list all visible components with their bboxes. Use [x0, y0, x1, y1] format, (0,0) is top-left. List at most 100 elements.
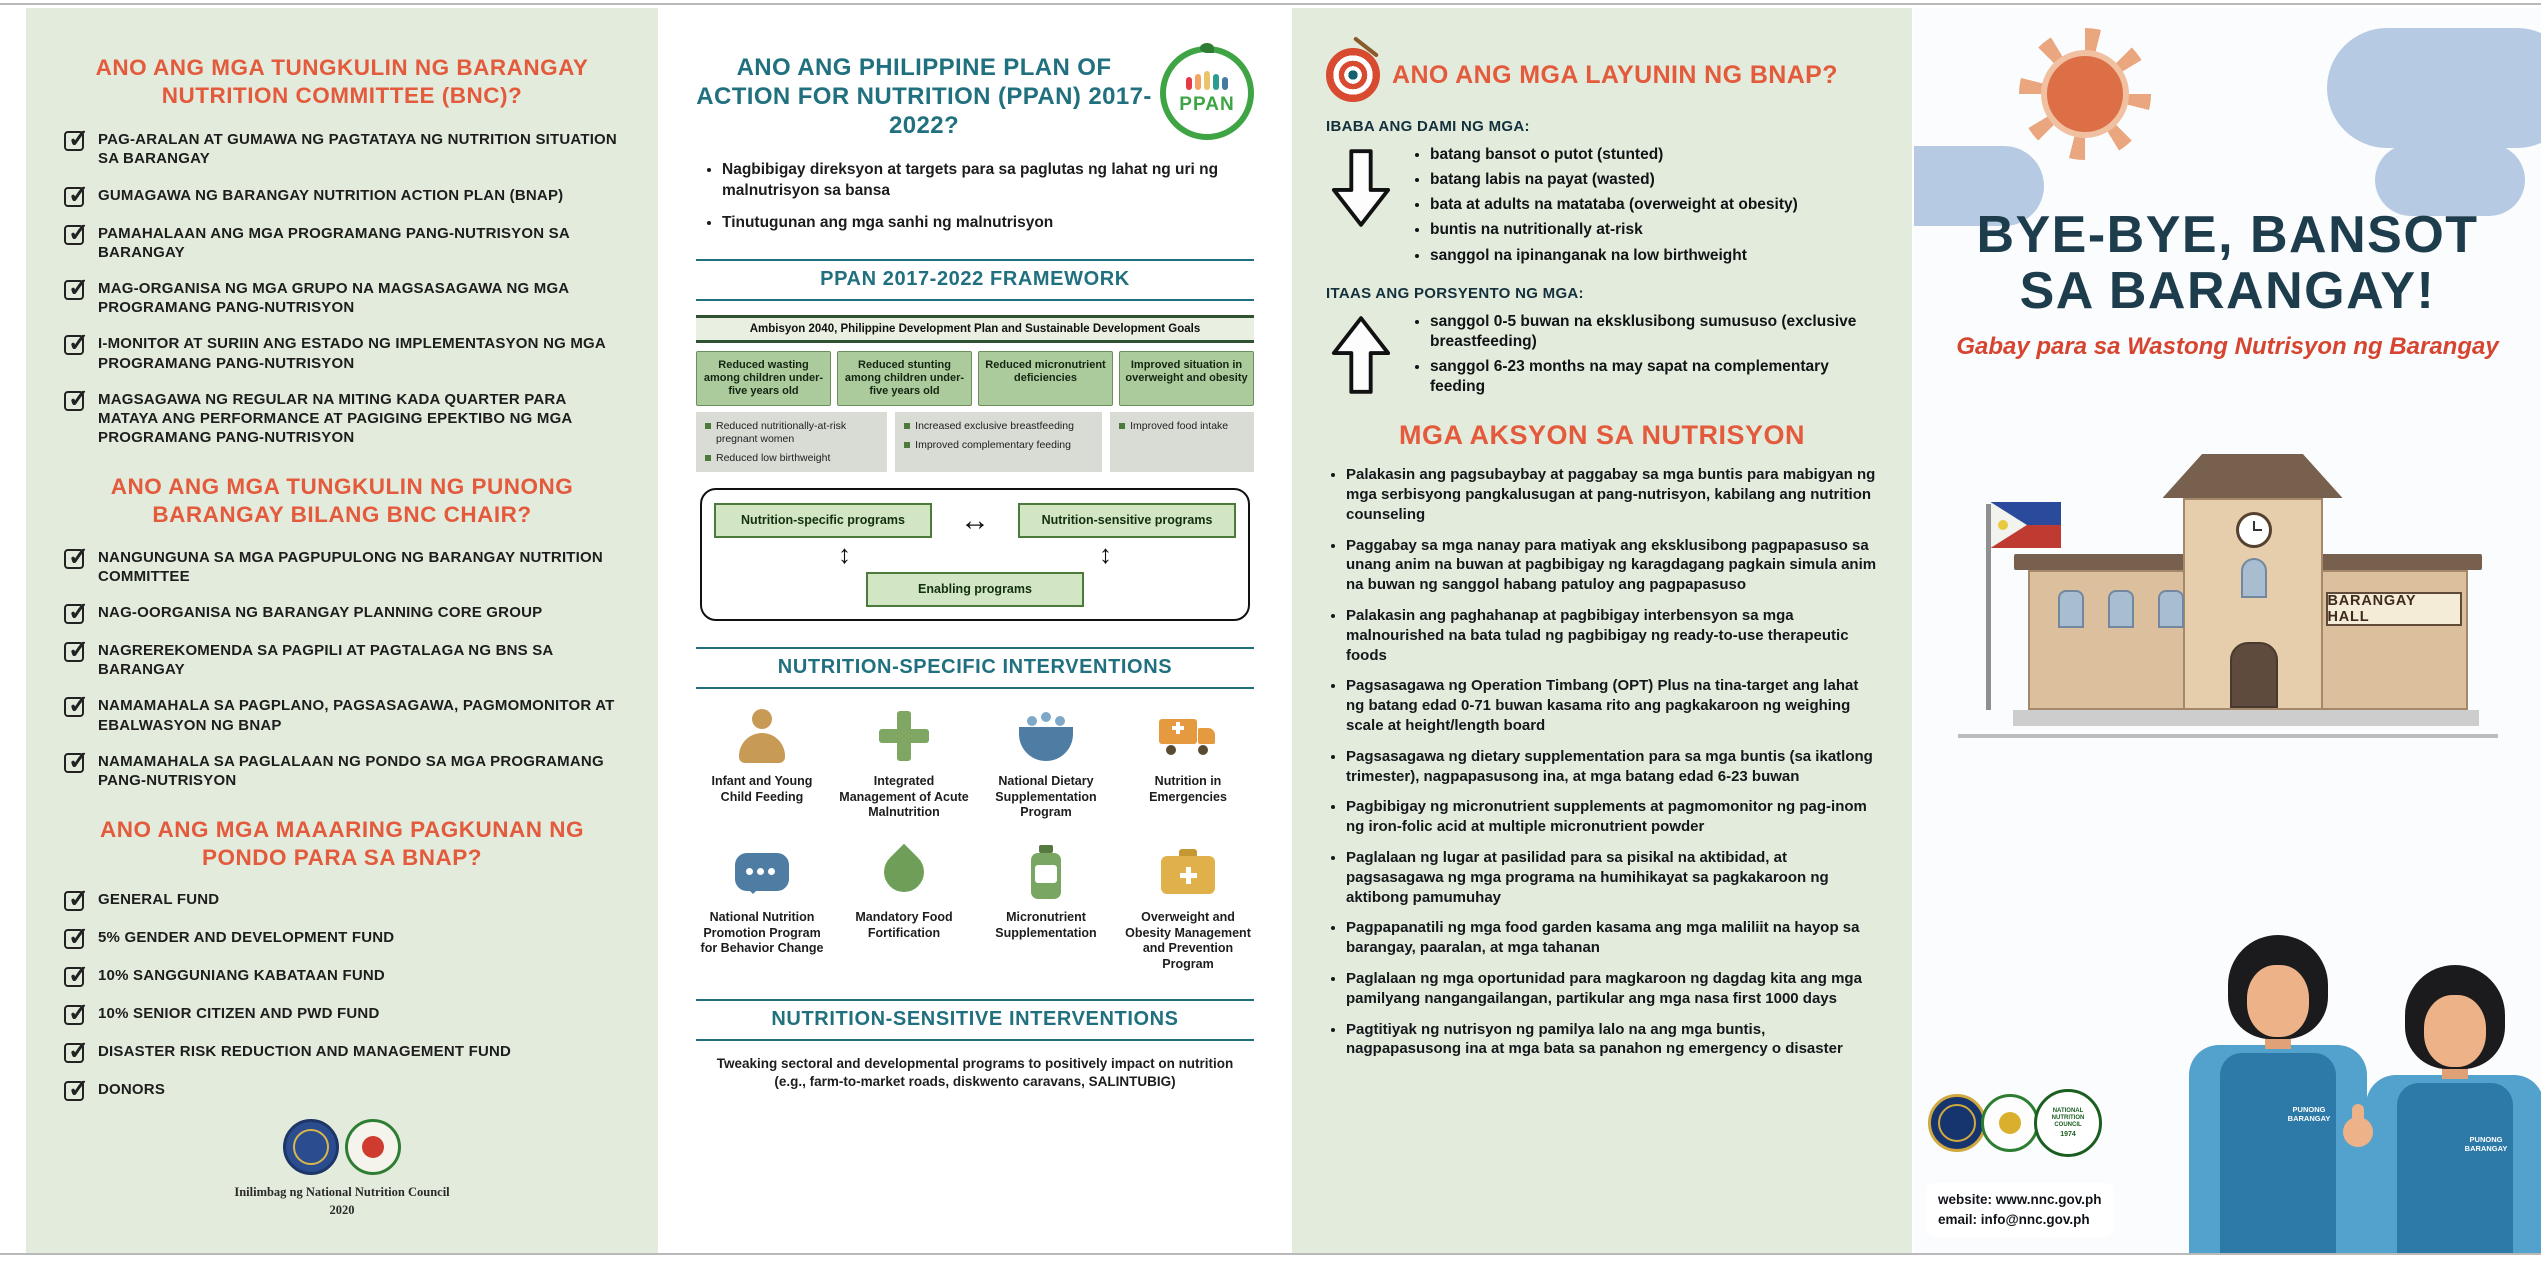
cloud-icon	[2375, 144, 2525, 216]
checkbox-icon	[64, 273, 89, 303]
actions-list: Palakasin ang pagsubaybay at paggabay sa…	[1326, 465, 1878, 1059]
checklist-item-label: PAMAHALAAN ANG MGA PROGRAMANG PANG-NUTRI…	[98, 224, 570, 261]
decrease-block: batang bansot o putot (stunted)batang la…	[1326, 143, 1878, 271]
sub-outcome-group: Improved food intake	[1110, 412, 1254, 473]
building-door	[2229, 642, 2278, 708]
checkbox-icon	[64, 384, 89, 414]
action-item: Palakasin ang pagsubaybay at paggabay sa…	[1346, 465, 1878, 524]
sensitive-interventions-title: NUTRITION-SENSITIVE INTERVENTIONS	[696, 998, 1254, 1041]
intervention-label: Mandatory Food Fortification	[855, 910, 953, 940]
checklist-item-label: GENERAL FUND	[98, 891, 220, 909]
double-arrow-vertical-icon	[838, 539, 851, 570]
intervention-label: Infant and Young Child Feeding	[711, 774, 813, 804]
shirt-badge-label: PUNONG BARANGAY	[2287, 1105, 2331, 1123]
panel1-footer: Inilimbag ng National Nutrition Council …	[64, 1119, 620, 1219]
intervention-item: Overweight and Obesity Management and Pr…	[1122, 841, 1254, 973]
sensitive-interventions-text: Tweaking sectoral and developmental prog…	[716, 1055, 1234, 1089]
checkbox-icon	[64, 542, 89, 572]
decrease-label: IBABA ANG DAMI NG MGA:	[1326, 118, 1530, 135]
obesity-management-kit-icon	[1161, 856, 1215, 895]
cover-title-line2: SA BARANGAY!	[2019, 261, 2436, 320]
checklist-item: PAG-ARALAN AT GUMAWA NG PAGTATAYA NG NUT…	[64, 124, 620, 168]
intervention-item: Nutrition in Emergencies	[1122, 705, 1254, 821]
specific-interventions-title: NUTRITION-SPECIFIC INTERVENTIONS	[696, 647, 1254, 690]
cover-seals: NATIONAL NUTRITION COUNCIL 1974	[1928, 1089, 2102, 1157]
window	[2157, 590, 2184, 628]
building-plinth	[2012, 710, 2479, 726]
outcome-box: Reduced stunting among children under-fi…	[837, 350, 972, 407]
checklist-item: MAG-ORGANISA NG MGA GRUPO NA MAGSASAGAWA…	[64, 273, 620, 317]
goal-item: buntis na nutritionally at-risk	[1430, 220, 1798, 240]
window	[2107, 590, 2134, 628]
goal-item: sanggol na ipinanganak na low birthweigh…	[1430, 246, 1798, 266]
barangay-hall-illustration: BARANGAY HALL	[1957, 410, 2498, 746]
checklist-item: I-MONITOR AT SURIIN ANG ESTADO NG IMPLEM…	[64, 328, 620, 372]
thumbs-up-icon	[2343, 1104, 2373, 1147]
vest	[2397, 1083, 2513, 1253]
ppan-title: ANO ANG PHILIPPINE PLAN OF ACTION FOR NU…	[696, 54, 1152, 139]
checkbox-icon	[64, 597, 89, 627]
action-item: Paglalaan ng lugar at pasilidad para sa …	[1346, 848, 1878, 907]
framework-sub-outcomes: Reduced nutritionally-at-risk pregnant w…	[696, 412, 1254, 473]
up-block-arrow-icon	[1326, 310, 1396, 396]
target-dart-icon	[1326, 48, 1380, 102]
behavior-change-bubble-icon	[735, 853, 789, 895]
panel-bnap-goals: ANO ANG MGA LAYUNIN NG BNAP? IBABA ANG D…	[1292, 8, 1912, 1253]
down-block-arrow-icon	[1326, 143, 1396, 229]
checkbox-icon	[64, 218, 89, 248]
action-item: Pagpapanatili ng mga food garden kasama …	[1346, 918, 1878, 958]
enabling-programs-box: Enabling programs	[866, 572, 1084, 608]
panel-ppan: ANO ANG PHILIPPINE PLAN OF ACTION FOR NU…	[660, 8, 1290, 1253]
checkbox-icon	[64, 1036, 89, 1066]
sub-outcome-item: Improved complementary feeding	[904, 439, 1093, 452]
sub-outcome-item: Reduced low birthweight	[705, 452, 878, 465]
intervention-item: Infant and Young Child Feeding	[696, 705, 828, 821]
checklist-item-label: NAGREREKOMENDA SA PAGPILI AT PAGTALAGA N…	[98, 641, 553, 679]
checkbox-icon	[64, 635, 89, 665]
acute-malnutrition-cross-icon	[879, 711, 929, 761]
nnc-seal-icon: NATIONAL NUTRITION COUNCIL 1974	[2034, 1089, 2102, 1157]
bnap-goals-header: ANO ANG MGA LAYUNIN NG BNAP?	[1326, 48, 1878, 102]
panel-cover: BYE-BYE, BANSOT SA BARANGAY! Gabay para …	[1914, 8, 2541, 1253]
double-arrow-vertical-icon	[1099, 539, 1112, 570]
ppan-logo-icon: PPAN	[1160, 46, 1254, 140]
imprint-line1: Inilimbag ng National Nutrition Council	[234, 1185, 450, 1200]
flagpole	[1985, 504, 1991, 710]
checkbox-icon	[64, 1074, 89, 1104]
intervention-label: National Dietary Supplementation Program	[995, 774, 1097, 820]
checkbox-icon	[64, 690, 89, 720]
arch-window	[2240, 558, 2267, 598]
doh-seal-icon	[1981, 1094, 2039, 1152]
intervention-label: Nutrition in Emergencies	[1149, 774, 1227, 804]
checkbox-icon	[64, 998, 89, 1028]
building-tower-roof	[2162, 454, 2343, 498]
double-arrow-horizontal-icon	[960, 504, 990, 538]
face	[2247, 965, 2309, 1037]
nnc-anniversary-seal-icon	[283, 1119, 339, 1176]
punong-barangay-figure: PUNONG BARANGAY	[2183, 935, 2373, 1253]
checklist-item: NAMAMAHALA SA PAGPLANO, PAGSASAGAWA, PAG…	[64, 690, 620, 734]
barangay-hall-sign: BARANGAY HALL	[2325, 592, 2462, 626]
action-item: Paggabay sa mga nanay para matiyak ang e…	[1346, 536, 1878, 595]
infant-feeding-icon	[736, 709, 788, 763]
cloud-icon	[2327, 28, 2541, 148]
checklist-item-label: GUMAGAWA NG BARANGAY NUTRITION ACTION PL…	[98, 186, 564, 204]
window	[2057, 590, 2084, 628]
checklist-item-label: MAGSAGAWA NG REGULAR NA MITING KADA QUAR…	[98, 390, 572, 447]
cover-title: BYE-BYE, BANSOT SA BARANGAY!	[1914, 207, 2541, 320]
vest	[2220, 1053, 2336, 1253]
intervention-item: National Nutrition Promotion Program for…	[696, 841, 828, 973]
sub-outcome-item: Reduced nutritionally-at-risk pregnant w…	[705, 420, 878, 445]
intro-bullet: Tinutugunan ang mga sanhi ng malnutrisyo…	[722, 213, 1254, 233]
contact-box: website: www.nnc.gov.ph email: info@nnc.…	[1926, 1182, 2114, 1237]
checkbox-icon	[64, 328, 89, 358]
increase-label: ITAAS ANG PORSYENTO NG MGA:	[1326, 284, 1584, 302]
chair-duties-checklist: NANGUNGUNA SA MGA PAGPUPULONG NG BARANGA…	[64, 542, 620, 791]
checklist-item: NAG-OORGANISA NG BARANGAY PLANNING CORE …	[64, 597, 620, 627]
intervention-label: National Nutrition Promotion Program for…	[700, 910, 824, 956]
intervention-item: Mandatory Food Fortification	[838, 841, 970, 973]
nnc-seal-text: NATIONAL NUTRITION COUNCIL	[2051, 1108, 2085, 1128]
programs-row: Nutrition-specific programs Nutrition-se…	[714, 503, 1236, 539]
philippine-flag-icon	[1990, 502, 2061, 548]
ppan-intro-list: Nagbibigay direksyon at targets para sa …	[702, 160, 1254, 232]
